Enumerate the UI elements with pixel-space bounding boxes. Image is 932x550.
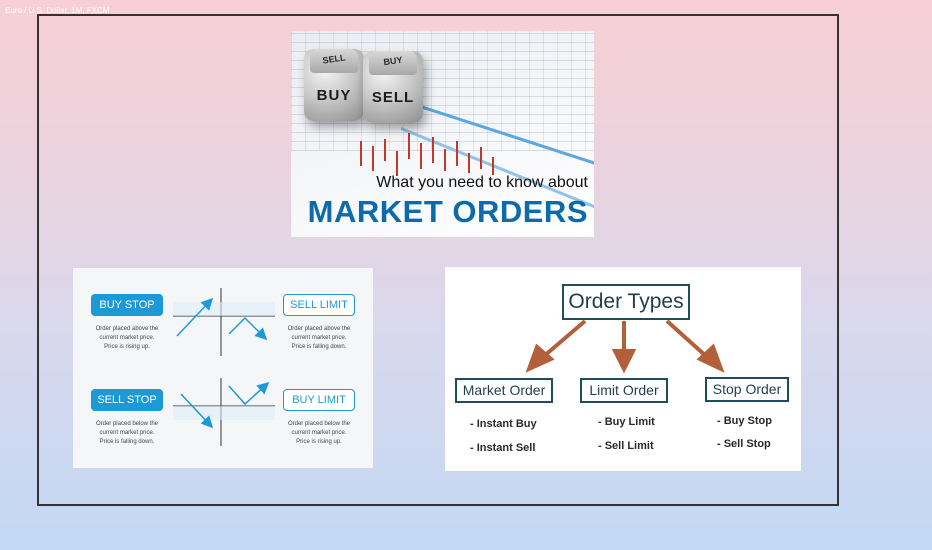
arrow-right-icon	[696, 343, 725, 373]
buy-stop-description: Order placed above the current market pr…	[95, 326, 159, 350]
buy-limit-description: Order placed below the current market pr…	[287, 421, 351, 445]
stop-order-item: - Buy Stop	[717, 415, 772, 427]
buy-stop-arrow-icon	[176, 297, 214, 337]
sell-limit-label: SELL LIMIT	[283, 294, 355, 316]
limit-order-box: Limit Order	[580, 378, 668, 403]
market-order-item: - Instant Buy	[470, 418, 537, 430]
market-orders-banner: SELL BUY BUY SELL What you need to know …	[291, 31, 594, 237]
die-top-face: BUY	[369, 51, 417, 75]
market-order-item: - Instant Sell	[470, 442, 536, 454]
die-label-buy: BUY	[316, 87, 352, 104]
order-types-diagram: Order Types Market Order Limit Order Sto…	[445, 267, 801, 471]
sell-stop-arrow-icon	[180, 393, 214, 429]
sell-limit-arrow-icon	[228, 316, 268, 341]
limit-order-item: - Sell Limit	[598, 440, 654, 452]
sell-limit-description: Order placed above the current market pr…	[287, 326, 351, 350]
chart-caption: Euro / U.S. Dollar, 1M, FXCM	[5, 6, 110, 15]
stop-limit-diagram: BUY STOP Order placed above the current …	[73, 268, 373, 468]
content-frame	[37, 14, 839, 506]
stop-order-box: Stop Order	[705, 377, 789, 402]
die-label-sell: SELL	[371, 89, 415, 106]
arrow-center-icon	[611, 349, 637, 374]
arrow-left-icon	[525, 343, 555, 373]
die-top-face: SELL	[310, 49, 358, 73]
buy-limit-label: BUY LIMIT	[283, 389, 355, 411]
order-types-title: Order Types	[562, 284, 690, 320]
limit-order-item: - Buy Limit	[598, 416, 655, 428]
banner-title: MARKET ORDERS	[307, 194, 588, 229]
price-movement-arrows	[173, 288, 275, 446]
sell-stop-description: Order placed below the current market pr…	[95, 421, 159, 445]
branch-arrows	[525, 319, 725, 374]
market-order-box: Market Order	[455, 378, 553, 403]
sell-stop-label: SELL STOP	[91, 389, 163, 411]
banner-subtitle: What you need to know about	[376, 174, 588, 191]
stop-order-item: - Sell Stop	[717, 438, 771, 450]
sell-die: BUY SELL	[363, 51, 423, 123]
buy-stop-label: BUY STOP	[91, 294, 163, 316]
buy-limit-arrow-icon	[228, 381, 270, 406]
candlestick-chart-icon	[360, 133, 494, 176]
buy-die: SELL BUY	[304, 49, 364, 121]
